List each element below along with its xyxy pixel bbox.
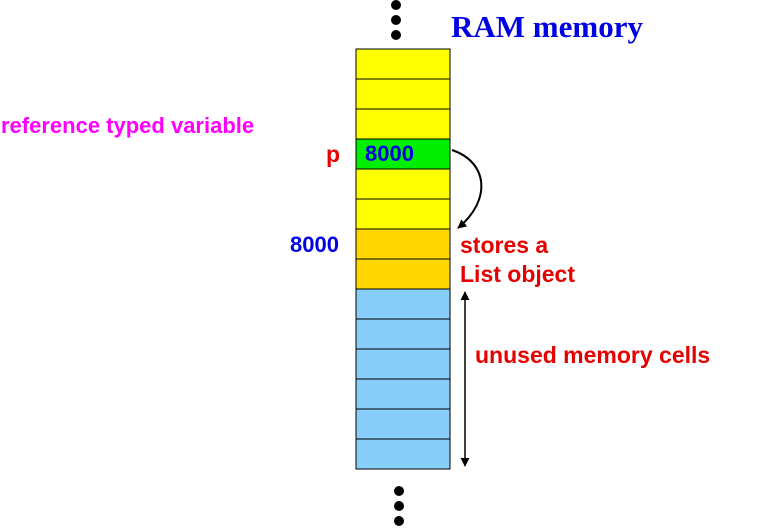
memory-cell-unused — [355, 408, 451, 440]
memory-cell-normal — [355, 198, 451, 230]
memory-cells — [355, 48, 451, 470]
memory-cell-unused — [355, 348, 451, 380]
reference-variable-label: reference typed variable — [1, 113, 255, 138]
memory-cell-variable — [355, 138, 451, 170]
ellipsis-bottom-icon — [394, 486, 404, 526]
object-label-line1: stores a — [460, 232, 549, 258]
ellipsis-top-icon — [391, 0, 401, 40]
memory-cell-normal — [355, 108, 451, 140]
memory-cell-normal — [355, 48, 451, 80]
memory-cell-object — [355, 228, 451, 260]
memory-cell-unused — [355, 288, 451, 320]
reference-arrow — [451, 149, 483, 229]
object-address: 8000 — [290, 232, 339, 257]
memory-cell-normal — [355, 168, 451, 200]
variable-cell-value: 8000 — [365, 141, 414, 166]
memory-cell-object — [355, 258, 451, 290]
object-label-line2: List object — [460, 261, 576, 287]
diagram-title: RAM memory — [451, 9, 643, 44]
unused-cells-label: unused memory cells — [475, 342, 711, 368]
memory-cell-unused — [355, 318, 451, 350]
memory-cell-unused — [355, 378, 451, 410]
memory-cell-unused — [355, 438, 451, 470]
variable-name: p — [326, 141, 341, 167]
memory-cell-normal — [355, 78, 451, 110]
